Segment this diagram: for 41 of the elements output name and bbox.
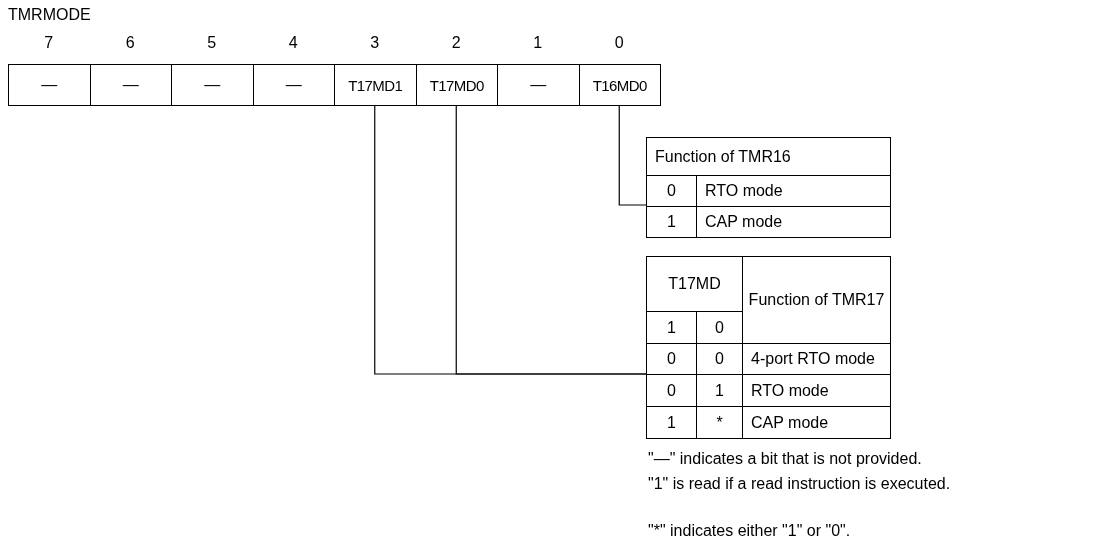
bit-value: 1 bbox=[715, 381, 724, 400]
register-bit-field: T17MD1 bbox=[334, 64, 417, 106]
bit-value: 0 bbox=[667, 182, 676, 200]
mode-name: CAP mode bbox=[705, 213, 783, 231]
register-name: TMRMODE bbox=[8, 6, 91, 24]
mode-table bbox=[646, 137, 891, 238]
note-text: "1" is read if a read instruction is executed. bbox=[648, 475, 951, 493]
bit-number: 0 bbox=[614, 34, 624, 51]
table-heading: T17MD bbox=[668, 275, 721, 293]
mode-name: RTO mode bbox=[705, 182, 783, 200]
bit-value: 0 bbox=[667, 350, 676, 368]
mode-name: CAP mode bbox=[751, 413, 829, 432]
bit-number: 5 bbox=[207, 34, 217, 51]
table-heading: Function of TMR17 bbox=[748, 291, 885, 309]
note-text: "*" indicates either "1" or "0". bbox=[648, 522, 851, 540]
register-bit-field: — bbox=[89, 64, 172, 106]
bit-number: 1 bbox=[667, 318, 676, 337]
mode-name: 4-port RTO mode bbox=[751, 350, 875, 368]
register-bit-field: T16MD0 bbox=[578, 64, 661, 106]
bit-number: 6 bbox=[125, 34, 135, 51]
bit-number: 2 bbox=[451, 34, 461, 51]
bit-value: 0 bbox=[667, 381, 676, 400]
bit-value: 1 bbox=[667, 413, 676, 432]
register-bit-field: — bbox=[497, 64, 580, 106]
bit-value: 0 bbox=[715, 350, 724, 368]
register-bit-field: — bbox=[171, 64, 254, 106]
mode-table bbox=[646, 256, 891, 439]
bit-number: 0 bbox=[715, 318, 724, 337]
bit-value: * bbox=[716, 413, 723, 432]
leader-line bbox=[618, 105, 647, 206]
register-bit-field: — bbox=[8, 64, 91, 106]
leader-line bbox=[455, 105, 647, 375]
bit-number: 1 bbox=[533, 34, 543, 51]
bit-number: 4 bbox=[288, 34, 298, 51]
bit-value: 1 bbox=[667, 213, 676, 231]
register-bit-field: — bbox=[252, 64, 335, 106]
bit-number: 7 bbox=[44, 34, 54, 51]
table-heading: Function of TMR16 bbox=[655, 147, 791, 166]
bit-number: 3 bbox=[370, 34, 380, 51]
mode-name: RTO mode bbox=[751, 381, 829, 400]
register-bit-field: T17MD0 bbox=[415, 64, 498, 106]
